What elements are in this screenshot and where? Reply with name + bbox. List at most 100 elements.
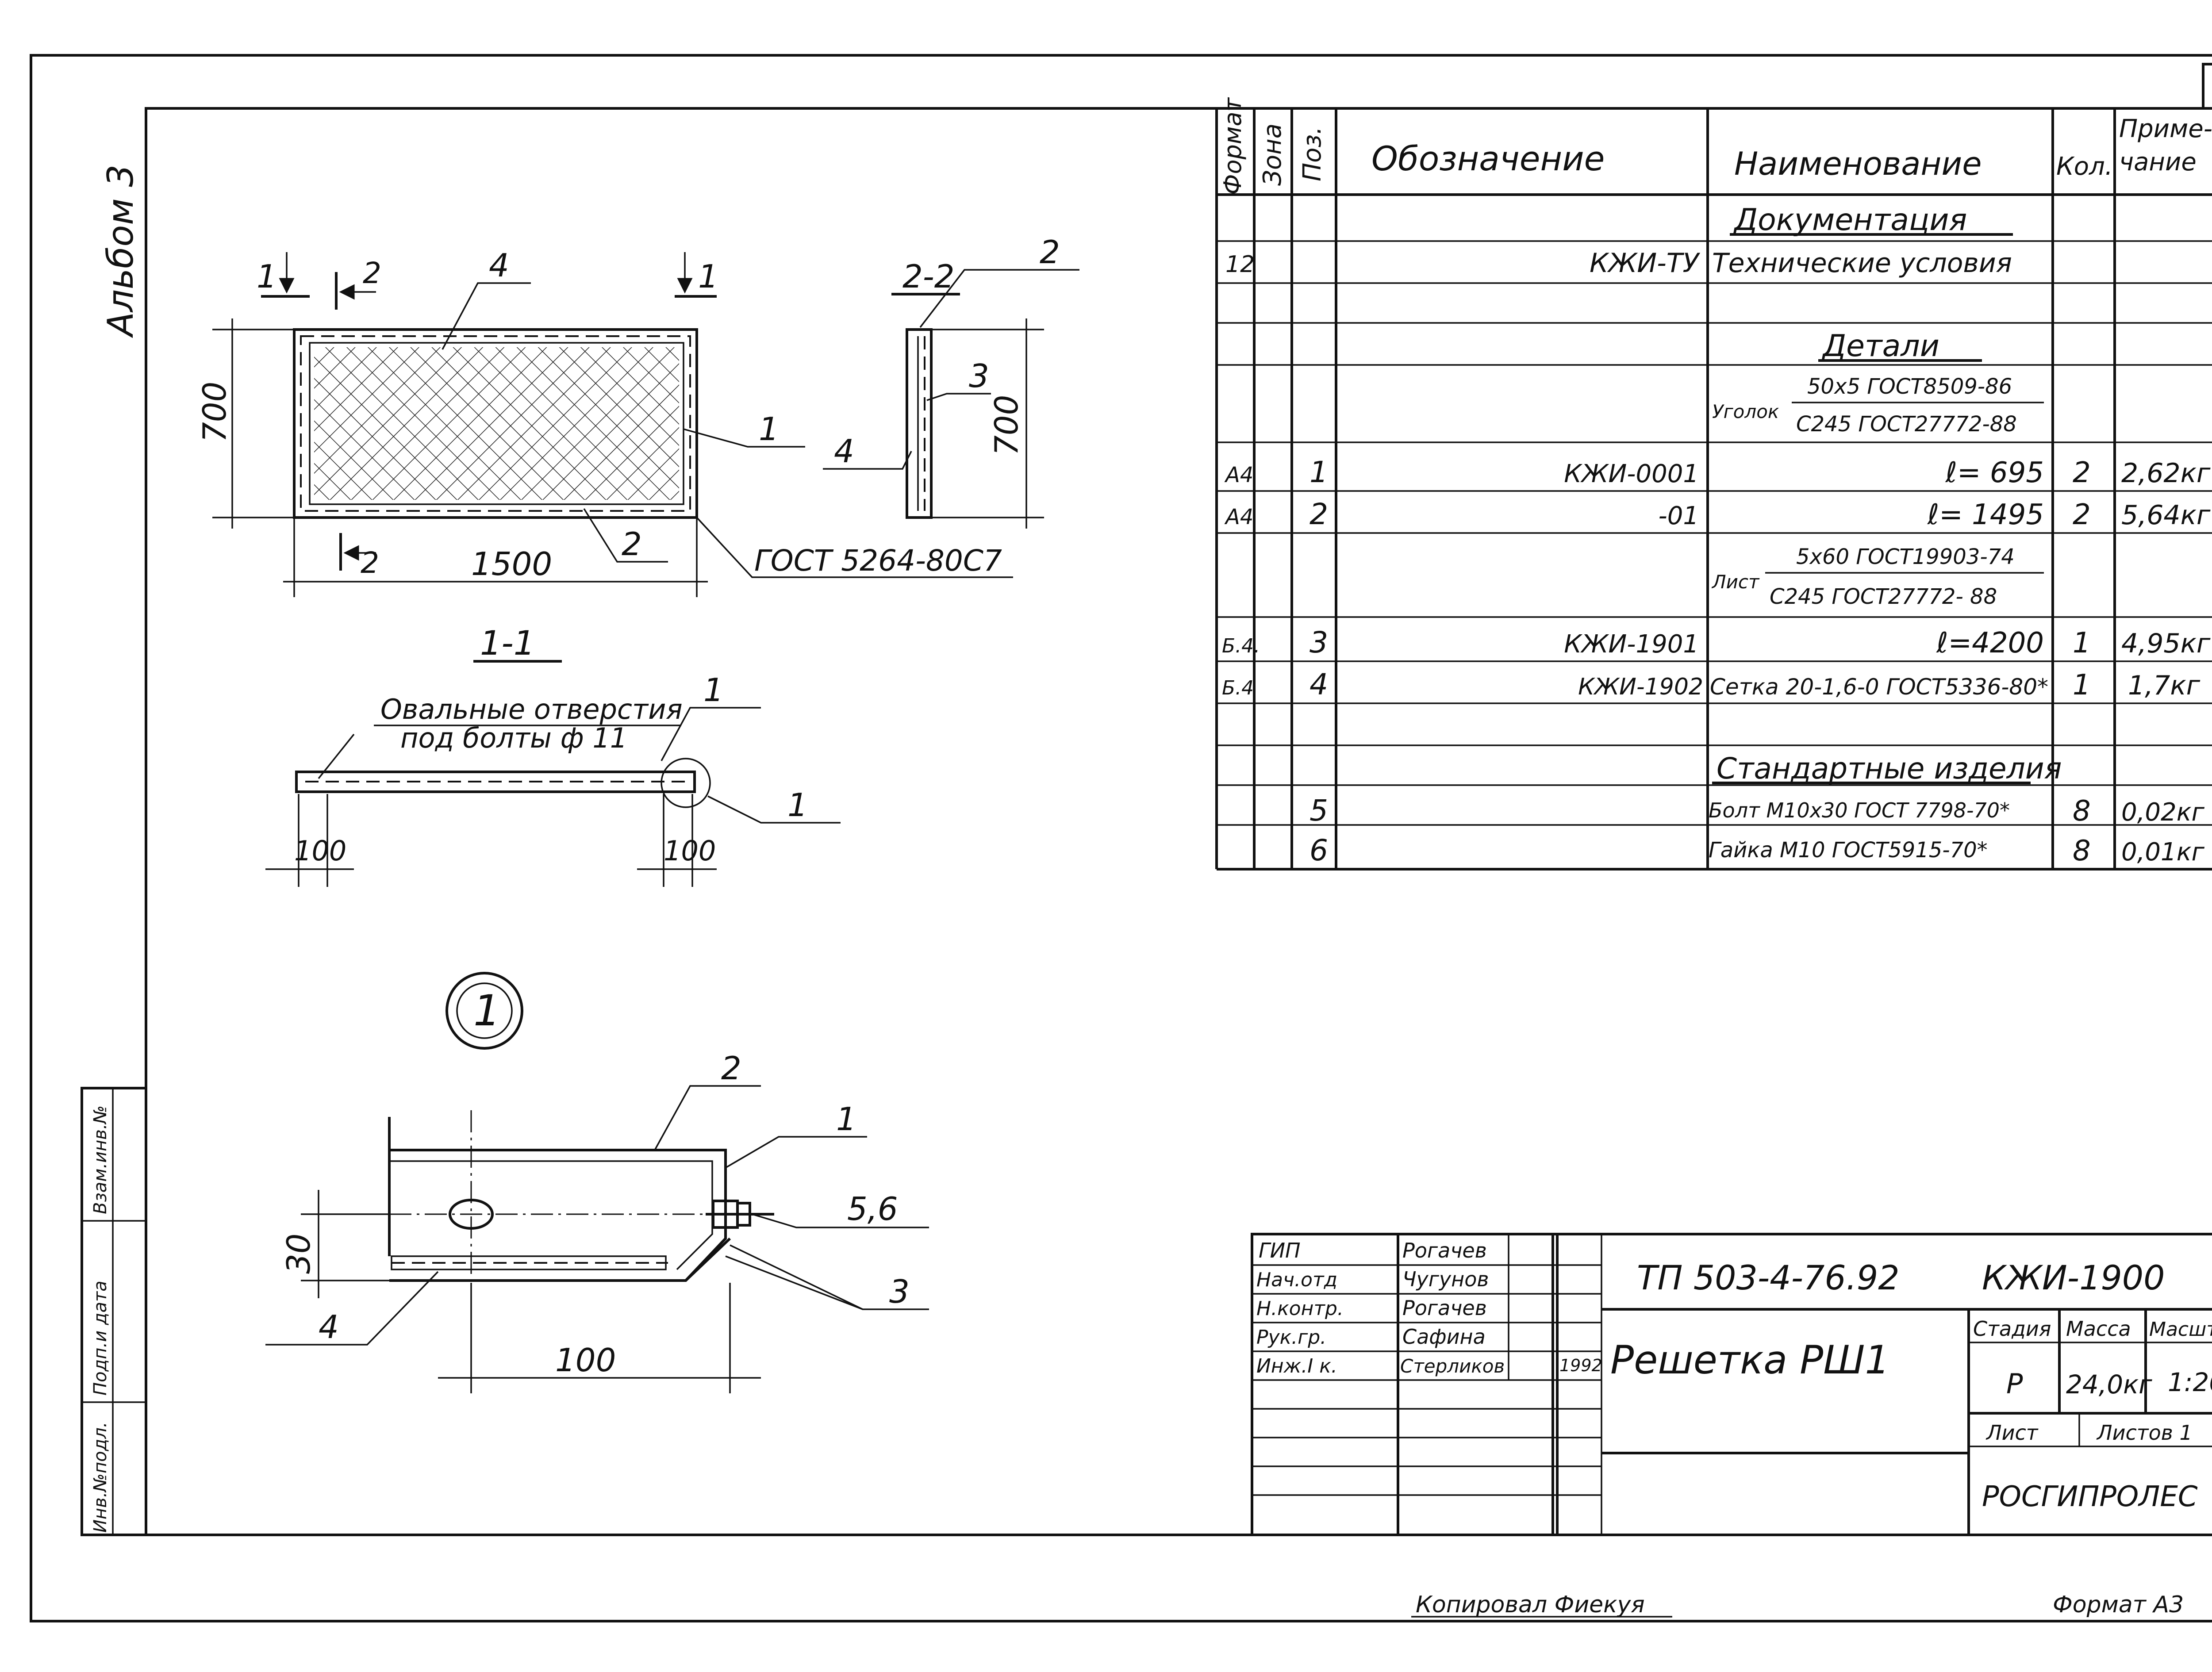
outer-border xyxy=(30,54,2212,1622)
row-2-format: А4 xyxy=(1224,505,1253,529)
plan-section-mark-2-bottom: 2 xyxy=(361,546,379,580)
side-label-inventory: Инв.№подл. xyxy=(90,1422,111,1533)
tb-product-name: Решетка РШ1 xyxy=(1610,1337,1889,1383)
row-2-designation: -01 xyxy=(1659,502,1699,530)
tb-scale-label: Масштаб xyxy=(2149,1318,2212,1341)
section-details: Детали xyxy=(1821,329,1939,364)
sheet-line2: С245 ГОСТ27772- 88 xyxy=(1770,584,1997,609)
footer-format: Формат А3 xyxy=(2053,1591,2184,1618)
col-note-line1: Приме- xyxy=(2119,115,2212,143)
col-qty: Кол. xyxy=(2056,152,2113,181)
detail-1-callout-3: 3 xyxy=(889,1273,910,1310)
row-3-note: 4,95кг xyxy=(2121,628,2211,659)
tb-mass-label: Масса xyxy=(2066,1317,2131,1341)
row-6-pos: 6 xyxy=(1310,833,1328,867)
section-1-1-callout-1a: 1 xyxy=(703,671,724,709)
row-5-qty: 8 xyxy=(2073,795,2091,828)
mesh-fill xyxy=(314,347,679,500)
plan-dim-height: 700 xyxy=(196,382,233,442)
plan-callout-4: 4 xyxy=(489,247,509,284)
plan-view: 700 1500 1 1 2 2 4 1 2 ГОСТ 5264-80С7 xyxy=(196,247,1013,597)
row-2-name: ℓ= 1495 xyxy=(1927,499,2044,531)
tb-year: 1992 xyxy=(1559,1356,1602,1375)
row-1-format: А4 xyxy=(1224,463,1253,487)
row-6-name: Гайка М10 ГОСТ5915-70* xyxy=(1709,838,1988,863)
section-2-2-callout-3: 3 xyxy=(969,357,989,395)
plan-gost-callout: ГОСТ 5264-80С7 xyxy=(754,544,1002,578)
tb-code: ТП 503-4-76.92 xyxy=(1637,1258,1900,1297)
section-2-2: 2-2 2 3 4 700 xyxy=(823,234,1079,529)
row-4-note: 1,7кг xyxy=(2128,670,2200,701)
row-2-pos: 2 xyxy=(1310,497,1328,531)
angle-line1: 50х5 ГОСТ8509-86 xyxy=(1807,374,2012,399)
section-1-1-note-line1: Овальные отверстия xyxy=(380,693,683,725)
col-pos: Поз. xyxy=(1298,127,1327,181)
section-2-2-callout-4: 4 xyxy=(834,433,854,470)
row-3-qty: 1 xyxy=(2073,627,2091,660)
section-2-2-dim: 700 xyxy=(988,395,1025,456)
detail-1-callout-2: 2 xyxy=(721,1050,741,1087)
plan-dim-width: 1500 xyxy=(471,545,552,583)
detail-1-callout-56: 5,6 xyxy=(847,1190,898,1227)
col-designation: Обозначение xyxy=(1371,139,1605,178)
row-5-name: Болт М10х30 ГОСТ 7798-70* xyxy=(1709,798,2010,822)
tb-sheet-label: Лист xyxy=(1985,1421,2039,1445)
tb-name-5: Стерликов xyxy=(1400,1355,1505,1377)
tb-scale: 1:20 xyxy=(2168,1367,2212,1397)
section-1-1-note-line2: под болты ф 11 xyxy=(400,722,627,754)
plan-section-mark-1-left: 1 xyxy=(257,258,277,295)
plan-callout-1: 1 xyxy=(759,410,779,448)
detail-1-marker: 1 xyxy=(473,986,500,1035)
col-note-line2: чание xyxy=(2119,148,2197,176)
detail-1: 1 30 100 2 1 5,6 3 4 xyxy=(265,972,929,1393)
tb-organization: РОСГИПРОЛЕС xyxy=(1982,1480,2198,1513)
side-stamp: Взам.инв.№ Подп.и дата Инв.№подл. xyxy=(81,1087,147,1536)
angle-label: Уголок xyxy=(1712,401,1779,422)
row-1-designation: КЖИ-0001 xyxy=(1564,460,1699,488)
section-1-1-callout-1b: 1 xyxy=(787,786,808,824)
section-standard: Стандартные изделия xyxy=(1717,752,2062,786)
album-label: Альбом 3 xyxy=(100,165,141,338)
tb-name-2: Чугунов xyxy=(1402,1267,1489,1291)
tb-stage: Р xyxy=(2006,1368,2023,1400)
row-1-note: 2,62кг xyxy=(2121,458,2211,489)
row-3-designation: КЖИ-1901 xyxy=(1564,630,1699,659)
row-3-name: ℓ=4200 xyxy=(1936,627,2044,660)
side-label-replaced: Взам.инв.№ xyxy=(90,1105,111,1214)
title-block: ГИП Рогачев Нач.отд Чугунов Н.контр. Рог… xyxy=(1251,1233,2212,1536)
section-2-2-callout-2: 2 xyxy=(1040,234,1060,271)
col-format: Формат xyxy=(1219,97,1247,195)
section-2-2-title: 2-2 xyxy=(902,258,955,295)
tb-stage-label: Стадия xyxy=(1973,1317,2051,1341)
row-3-format: Б.4. xyxy=(1222,635,1260,657)
row-6-note: 0,01кг xyxy=(2121,838,2205,867)
row-5-note: 0,02кг xyxy=(2121,798,2205,827)
section-1-1-dim-left: 100 xyxy=(294,835,346,867)
tb-name-3: Рогачев xyxy=(1402,1296,1487,1320)
section-1-1-dim-right: 100 xyxy=(664,835,716,867)
row-doc-format: 12 xyxy=(1225,251,1255,278)
tb-mass: 24,0кг xyxy=(2066,1369,2152,1400)
row-3-pos: 3 xyxy=(1310,625,1328,660)
row-4-format: Б.4 xyxy=(1222,677,1254,699)
tb-name-4: Сафина xyxy=(1402,1325,1486,1349)
col-zone: Зона xyxy=(1258,123,1287,186)
detail-1-dim-height: 30 xyxy=(280,1233,317,1274)
row-4-pos: 4 xyxy=(1310,667,1328,702)
detail-1-callout-4: 4 xyxy=(319,1308,339,1346)
footer-copied: Копировал Фиекуя xyxy=(1416,1591,1645,1618)
plan-section-mark-1-right: 1 xyxy=(698,258,718,295)
row-5-pos: 5 xyxy=(1310,794,1328,828)
tb-role-4: Рук.гр. xyxy=(1256,1326,1326,1349)
row-4-qty: 1 xyxy=(2073,669,2091,702)
tb-doc-number: КЖИ-1900 xyxy=(1982,1258,2165,1297)
sheet-line1: 5х60 ГОСТ19903-74 xyxy=(1796,545,2015,569)
section-1-1-title: 1-1 xyxy=(480,623,535,663)
inner-frame xyxy=(145,107,2212,1536)
sheet-label: Лист xyxy=(1711,571,1760,593)
row-4-name: Сетка 20-1,6-0 ГОСТ5336-80* xyxy=(1710,674,2048,700)
tb-sheets-label: Листов 1 xyxy=(2096,1421,2193,1445)
tb-role-1: ГИП xyxy=(1259,1239,1301,1262)
tb-role-2: Нач.отд xyxy=(1256,1269,1337,1291)
